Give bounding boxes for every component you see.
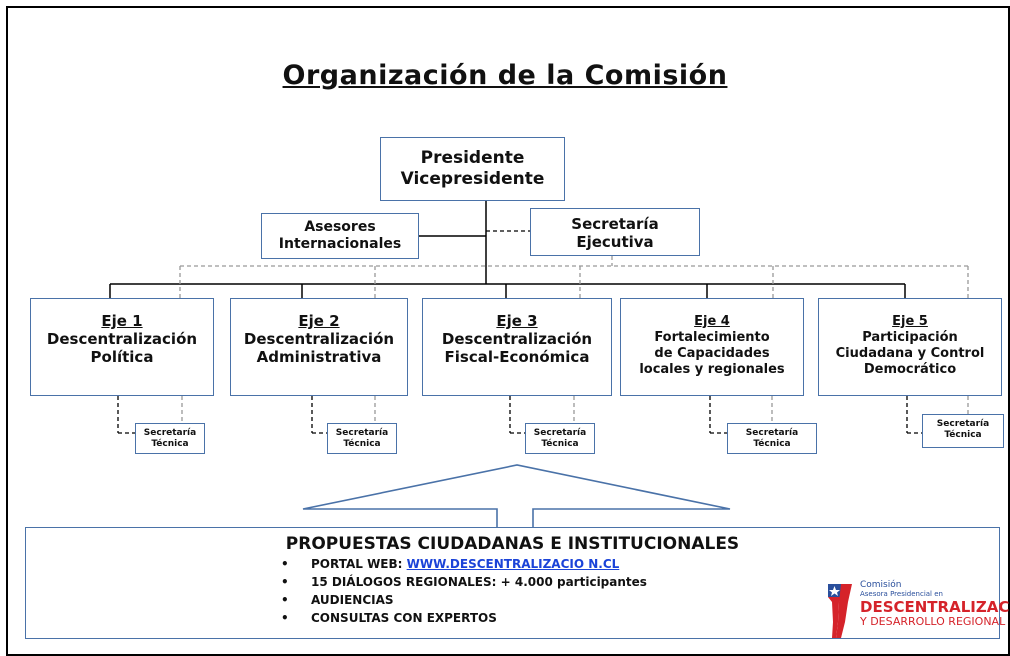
axis-name-line: Descentralización	[243, 330, 395, 348]
technical-secretariat-box-3: Secretaría Técnica	[525, 423, 595, 454]
logo-line3: DESCENTRALIZACIÓN	[860, 598, 1010, 616]
axis-name-line: de Capacidades	[654, 346, 770, 361]
axis-name-line: Ciudadana y Control	[835, 346, 985, 361]
technical-secretariat-line1: Secretaría	[936, 419, 990, 429]
axis-box-4: Eje 4 Fortalecimiento de Capacidades loc…	[620, 298, 804, 396]
logo-line4: Y DESARROLLO REGIONAL	[860, 615, 1006, 628]
axis-label: Eje 1	[101, 312, 143, 330]
technical-secretariat-line2: Técnica	[151, 439, 189, 449]
proposals-funnel-arrow	[302, 464, 731, 527]
technical-secretariat-box-1: Secretaría Técnica	[135, 423, 205, 454]
technical-secretariat-box-4: Secretaría Técnica	[727, 423, 817, 454]
axis-label: Eje 3	[496, 312, 538, 330]
technical-secretariat-line2: Técnica	[753, 439, 791, 449]
axis-name-line: Política	[90, 348, 154, 366]
president-box: Presidente Vicepresidente	[380, 137, 565, 201]
list-item: CONSULTAS CON EXPERTOS	[281, 609, 647, 627]
page-title: Organización de la Comisión	[282, 60, 728, 91]
axis-box-3: Eje 3 Descentralización Fiscal-Económica	[422, 298, 612, 396]
axis-label: Eje 2	[298, 312, 340, 330]
axis-name-line: Democrático	[863, 362, 957, 377]
axis-name-line: Participación	[862, 330, 958, 345]
list-item: PORTAL WEB: WWW.DESCENTRALIZACIO N.CL	[281, 555, 647, 573]
portal-web-link[interactable]: WWW.DESCENTRALIZACIO N.CL	[406, 557, 620, 571]
executive-secretariat-line2: Ejecutiva	[576, 233, 654, 251]
axis-label: Eje 4	[694, 314, 730, 329]
axis-label: Eje 5	[892, 314, 928, 329]
technical-secretariat-box-5: Secretaría Técnica	[922, 414, 1004, 448]
executive-secretariat-line1: Secretaría	[571, 215, 659, 233]
logo-text: Comisión Asesora Presidencial en DESCENT…	[860, 580, 1010, 628]
axis-name-line: Fiscal-Económica	[444, 348, 590, 366]
technical-secretariat-line1: Secretaría	[745, 428, 799, 438]
advisors-box: Asesores Internacionales	[261, 213, 419, 259]
proposals-title: PROPUESTAS CIUDADANAS E INSTITUCIONALES	[285, 534, 740, 554]
proposals-list: PORTAL WEB: WWW.DESCENTRALIZACIO N.CL 15…	[281, 555, 647, 627]
vice-president-label: Vicepresidente	[400, 169, 545, 189]
logo-line2: Asesora Presidencial en	[860, 590, 943, 598]
technical-secretariat-line1: Secretaría	[533, 428, 587, 438]
commission-logo: Comisión Asesora Presidencial en DESCENT…	[826, 580, 1010, 642]
technical-secretariat-line2: Técnica	[944, 430, 982, 440]
axis-box-5: Eje 5 Participación Ciudadana y Control …	[818, 298, 1002, 396]
list-item: 15 DIÁLOGOS REGIONALES: + 4.000 particip…	[281, 573, 647, 591]
technical-secretariat-line2: Técnica	[343, 439, 381, 449]
axis-name-line: Fortalecimiento	[654, 330, 770, 345]
axis-box-1: Eje 1 Descentralización Política	[30, 298, 214, 396]
technical-secretariat-line1: Secretaría	[335, 428, 389, 438]
portal-web-label: PORTAL WEB:	[311, 557, 407, 571]
axis-box-2: Eje 2 Descentralización Administrativa	[230, 298, 408, 396]
advisors-line1: Asesores	[304, 219, 376, 235]
technical-secretariat-line1: Secretaría	[143, 428, 197, 438]
logo-line1: Comisión	[860, 580, 902, 590]
axis-name-line: Descentralización	[46, 330, 198, 348]
list-item: AUDIENCIAS	[281, 591, 647, 609]
advisors-line2: Internacionales	[278, 236, 402, 252]
axis-name-line: Administrativa	[256, 348, 382, 366]
axis-name-line: Descentralización	[441, 330, 593, 348]
technical-secretariat-line2: Técnica	[541, 439, 579, 449]
technical-secretariat-box-2: Secretaría Técnica	[327, 423, 397, 454]
executive-secretariat-box: Secretaría Ejecutiva	[530, 208, 700, 256]
chile-map-flag-icon	[828, 584, 852, 638]
axis-name-line: locales y regionales	[639, 362, 785, 377]
president-label: Presidente	[420, 148, 525, 168]
